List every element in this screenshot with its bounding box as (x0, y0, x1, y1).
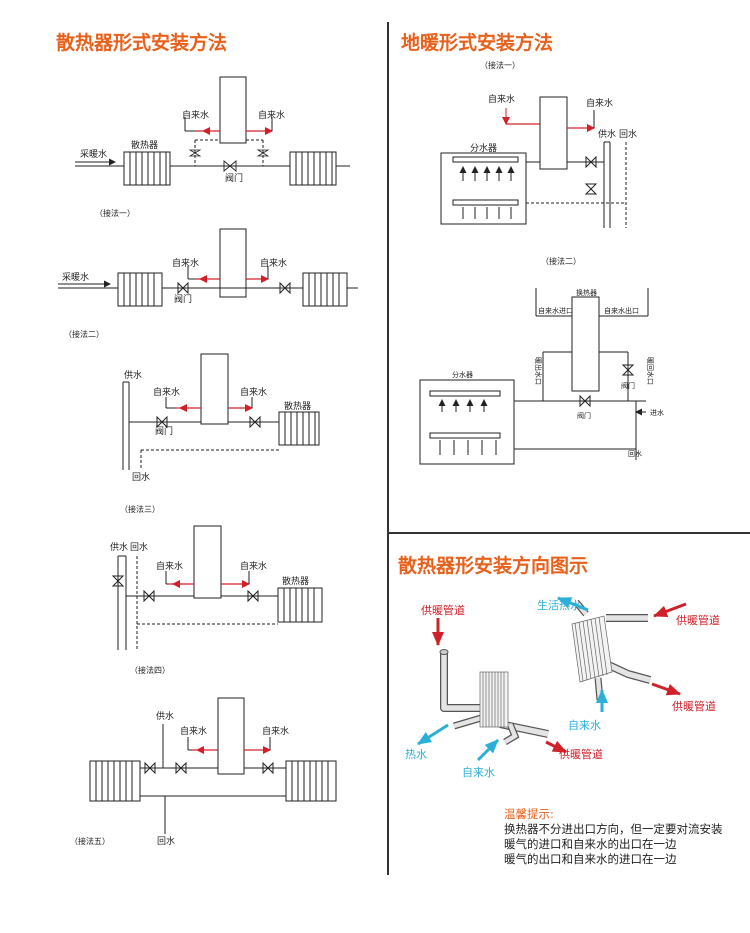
tip-line: 暖气的进口和自来水的出口在一边 (504, 837, 677, 851)
heating-pipe-label: 供暖管道 (421, 603, 465, 617)
return-label: 回水 (157, 835, 175, 847)
method-5-labels: 供水 自来水 自来水 回水 （接法五） (70, 710, 289, 847)
tap-inlet-label: 自来水进口 (538, 306, 573, 315)
valve-label: 阀门 (621, 381, 635, 390)
floor-method-2-labels: （接法二） 换热器 自来水进口 自来水出口 分水器 暖出水口 暖回水口 阀门 阀… (452, 256, 664, 458)
manifold-label: 分水器 (470, 142, 497, 154)
return-label: 回水 (132, 471, 150, 483)
supply-label: 供水 (156, 710, 174, 722)
method-2-caption: （接法二） (64, 329, 104, 339)
radiator-right (289, 151, 337, 186)
radiator-left (89, 760, 141, 802)
tip-line: 暖气的出口和自来水的进口在一边 (504, 852, 677, 866)
radiator (277, 587, 323, 623)
method-1-caption: （接法一） (95, 208, 135, 218)
method-1-labels: 自来水 自来水 散热器 采暖水 阀门 （接法一） (80, 109, 285, 218)
tip-line: 换热器不分进出口方向，但一定要对流安装 (504, 822, 723, 836)
method-2-diagram (58, 228, 358, 307)
floor-method-1-labels: （接法一） 自来水 自来水 供水 回水 分水器 (470, 60, 637, 154)
tip-box: 温馨提示: 换热器不分进出口方向，但一定要对流安装 暖气的进口和自来水的出口在一… (504, 807, 723, 867)
tap-water-label: 自来水 (172, 257, 199, 269)
valve-label: 阀门 (225, 172, 243, 184)
return-label: 回水 (130, 541, 148, 553)
heating-water-label: 采暖水 (80, 148, 107, 160)
tap-water-label: 自来水 (240, 560, 267, 572)
floor-method-1-caption: （接法一） (480, 60, 520, 70)
method-5-diagram (89, 697, 337, 834)
method-3-labels: 供水 自来水 自来水 散热器 阀门 回水 （接法三） (120, 369, 311, 514)
tip-heading: 温馨提示: (504, 807, 554, 821)
tap-water-label: 自来水 (240, 386, 267, 398)
radiator-left (117, 272, 163, 307)
return-label: 回水 (628, 449, 642, 458)
method-4-caption: （接法四） (130, 665, 170, 675)
tap-water-label: 自来水 (153, 386, 180, 398)
floor-method-2-caption: （接法二） (541, 256, 581, 266)
valve-label: 阀门 (577, 411, 591, 420)
heating-pipe-label: 供暖管道 (676, 613, 720, 627)
radiator-label: 散热器 (282, 575, 309, 587)
method-5-caption: （接法五） (70, 836, 110, 846)
valve-label: 阀门 (174, 293, 192, 305)
heating-return-label: 暖回水口 (646, 357, 655, 385)
method-3-diagram (122, 353, 320, 470)
tap-water-label: 自来水 (488, 93, 515, 105)
method-2-labels: 自来水 自来水 采暖水 阀门 （接法二） (62, 257, 287, 339)
radiator-install-title: 散热器形式安装方法 (56, 32, 228, 54)
supply-label: 供水 (598, 128, 616, 140)
tap-water-label: 自来水 (258, 109, 285, 121)
direction-labels: 供暖管道 生活热水 供暖管道 供暖管道 自来水 热水 自来水 供暖管道 (405, 598, 720, 779)
tap-water-label: 自来水 (462, 766, 495, 779)
inlet-water-label: 进水 (650, 408, 664, 417)
radiator-left (123, 151, 171, 186)
heat-exchanger-label: 换热器 (576, 288, 597, 297)
tap-water-label: 自来水 (260, 257, 287, 269)
return-label: 回水 (619, 128, 637, 140)
valve-label: 阀门 (155, 425, 173, 437)
heating-pipe-label: 供暖管道 (672, 699, 716, 713)
horizontal-divider (389, 532, 750, 534)
tap-water-label: 自来水 (156, 560, 183, 572)
tap-water-label: 自来水 (180, 725, 207, 737)
heating-water-label: 采暖水 (62, 271, 89, 283)
floor-method-2-diagram (419, 288, 649, 465)
tap-water-label: 自来水 (262, 725, 289, 737)
tap-water-label: 自来水 (568, 719, 601, 732)
heating-outlet-label: 暖出水口 (534, 357, 543, 385)
tap-water-label: 自来水 (182, 109, 209, 121)
vertical-divider (387, 22, 389, 875)
tap-water-label: 自来水 (586, 97, 613, 109)
manifold-label: 分水器 (452, 370, 473, 379)
tap-outlet-label: 自来水出口 (604, 306, 639, 315)
supply-label: 供水 (124, 369, 142, 381)
method-4-diagram (111, 525, 323, 650)
radiator-label: 散热器 (284, 400, 311, 412)
left-exchanger-illustration (417, 618, 567, 762)
radiator-right (285, 760, 337, 802)
radiator (278, 411, 320, 446)
right-exchanger-illustration (557, 596, 687, 712)
floor-heating-install-title: 地暖形式安装方法 (401, 32, 554, 54)
radiator-label: 散热器 (131, 139, 158, 151)
method-3-caption: （接法三） (120, 504, 160, 514)
radiator-right (302, 272, 348, 307)
hot-water-label: 热水 (405, 748, 427, 761)
supply-label: 供水 (110, 541, 128, 553)
heating-pipe-label: 供暖管道 (559, 747, 603, 761)
method-1-diagram (75, 76, 350, 186)
install-direction-title: 散热器形安装方向图示 (398, 555, 589, 577)
domestic-hot-water-label: 生活热水 (537, 598, 581, 612)
floor-method-1-diagram (440, 96, 627, 228)
method-4-labels: 供水 回水 自来水 自来水 散热器 （接法四） (110, 541, 309, 675)
